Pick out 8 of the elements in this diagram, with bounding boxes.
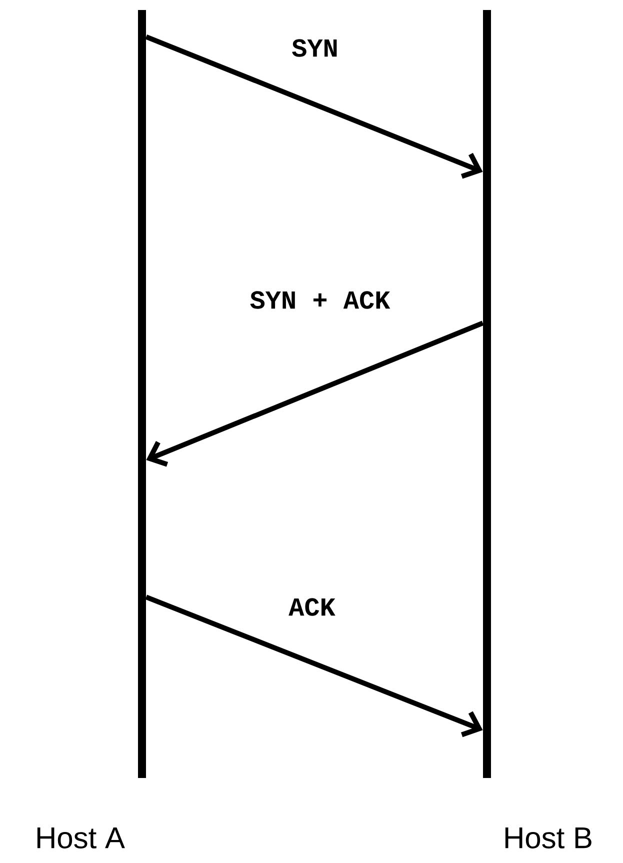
- edge-label: SYN: [290, 38, 340, 58]
- edge-label: ACK: [288, 597, 336, 617]
- arrow: [145, 34, 483, 179]
- host-label: Host A: [37, 828, 125, 848]
- arrow: [145, 594, 483, 738]
- edge-label: SYN + ACK: [248, 290, 392, 310]
- host-label: Host B: [505, 828, 592, 848]
- arrow: [146, 320, 484, 467]
